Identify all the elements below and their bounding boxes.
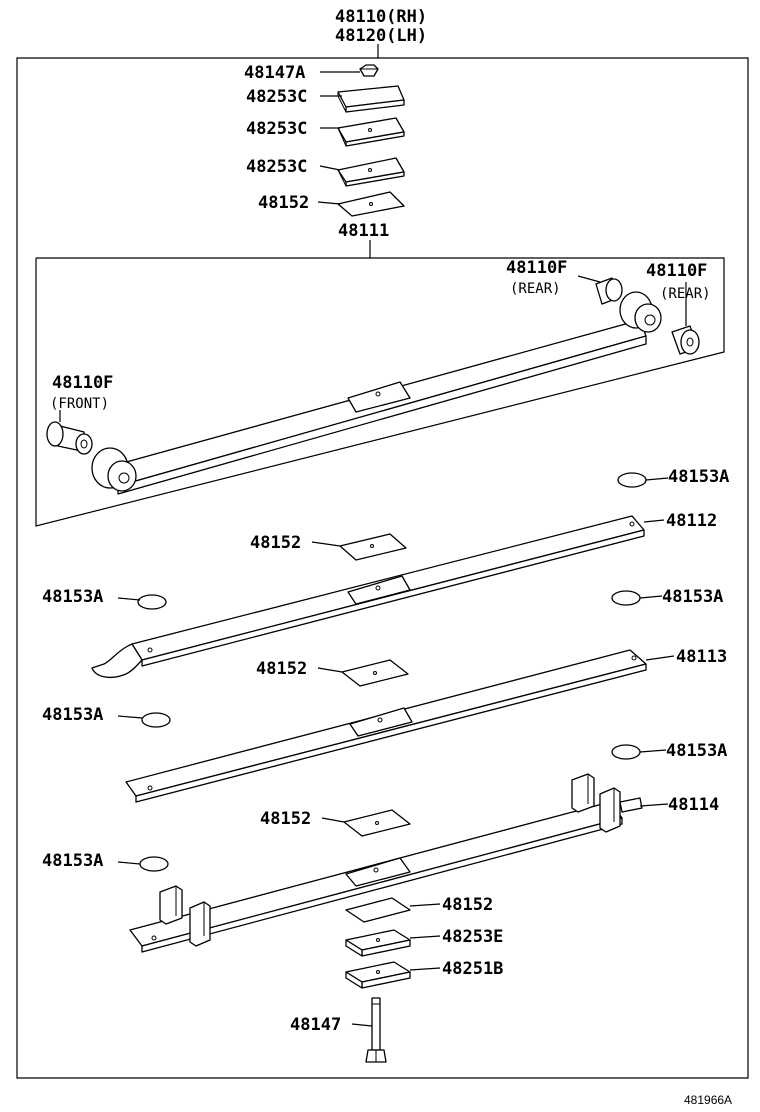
leader-leaf-2 [643, 519, 665, 523]
label-spacer-3: 48253C [246, 157, 307, 177]
note-bush-front: (FRONT) [50, 396, 109, 412]
button-48153A-r2[interactable] [611, 590, 641, 606]
button-48153A-r1[interactable] [617, 472, 647, 488]
bush-48110F-front[interactable] [46, 421, 93, 455]
leader-spacer-bottom-1 [409, 935, 441, 939]
assembly-label-rh: 48110(RH) [335, 7, 427, 27]
label-pad-3: 48152 [256, 659, 307, 679]
label-bush-rear-inner: 48110F [506, 258, 567, 278]
leader-button-r2 [639, 595, 663, 599]
leader-leaf-4 [639, 803, 669, 807]
bush-48110F-rear-outer[interactable] [671, 325, 700, 355]
label-button-r3: 48153A [666, 741, 727, 761]
label-pad-2: 48152 [250, 533, 301, 553]
label-bush-rear-outer: 48110F [646, 261, 707, 281]
main-leaf-48111[interactable] [91, 291, 662, 495]
label-button-l2: 48153A [42, 705, 103, 725]
outer-frame [16, 57, 749, 1079]
note-bush-rear-outer: (REAR) [660, 286, 711, 302]
leader-button-r1 [645, 477, 669, 481]
button-48153A-l3[interactable] [139, 856, 169, 872]
label-button-l1: 48153A [42, 587, 103, 607]
leader-pad-3 [317, 667, 343, 673]
leaf-48113[interactable] [125, 649, 647, 803]
label-leaf-4: 48114 [668, 795, 719, 815]
label-main-leaf: 48111 [338, 221, 389, 241]
leader-button-l1 [117, 597, 141, 601]
label-center-bolt: 48147 [290, 1015, 341, 1035]
leader-spacer-3 [319, 165, 341, 171]
leader-spacer-bottom-2 [409, 967, 441, 971]
spacer-48253C-2[interactable] [337, 117, 405, 147]
pad-48152-bottom[interactable] [345, 897, 411, 923]
button-48153A-l2[interactable] [141, 712, 171, 728]
main-leaf-box [35, 257, 725, 527]
spacer-48251B[interactable] [345, 961, 411, 989]
label-spacer-1: 48253C [246, 87, 307, 107]
leaf-48112[interactable] [91, 515, 645, 679]
leader-center-bolt [351, 1023, 373, 1027]
label-pad-top: 48152 [258, 193, 309, 213]
label-leaf-3: 48113 [676, 647, 727, 667]
label-spacer-bottom-1: 48253E [442, 927, 503, 947]
pad-48152-3[interactable] [341, 659, 409, 687]
leader-pad-4 [321, 817, 345, 823]
leaf-48114[interactable] [129, 773, 643, 953]
label-spacer-2: 48253C [246, 119, 307, 139]
button-48153A-l1[interactable] [137, 594, 167, 610]
spacer-48253C-3[interactable] [337, 157, 405, 187]
note-bush-rear-inner: (REAR) [510, 281, 561, 297]
center-bolt-48147[interactable] [365, 997, 387, 1063]
pad-48152-4[interactable] [343, 809, 411, 837]
label-leaf-2: 48112 [666, 511, 717, 531]
leader-button-l3 [117, 861, 141, 865]
bush-48110F-rear-inner[interactable] [595, 277, 623, 305]
spacer-48253E[interactable] [345, 929, 411, 957]
leader-leaf-3 [645, 655, 675, 661]
label-spacer-bottom-2: 48251B [442, 959, 503, 979]
leader-pad-bottom [409, 903, 441, 907]
leader-button-r3 [639, 749, 667, 753]
label-pad-4: 48152 [260, 809, 311, 829]
label-button-l3: 48153A [42, 851, 103, 871]
diagram-reference: 481966A [684, 1093, 732, 1107]
pad-48152-2[interactable] [339, 533, 407, 561]
label-pad-bottom: 48152 [442, 895, 493, 915]
label-button-r1: 48153A [668, 467, 729, 487]
leader-button-l2 [117, 715, 143, 719]
leader-pad-2 [311, 541, 341, 547]
spacer-48253C-1[interactable] [337, 85, 405, 113]
pad-48152-top[interactable] [337, 191, 405, 217]
label-nut-top: 48147A [244, 63, 305, 83]
nut-48147A[interactable] [359, 64, 379, 77]
label-bush-front: 48110F [52, 373, 113, 393]
leader-bush-rear-inner [577, 275, 601, 283]
button-48153A-r3[interactable] [611, 744, 641, 760]
assembly-label-lh: 48120(LH) [335, 26, 427, 46]
leader-pad-top [317, 201, 341, 205]
label-button-r2: 48153A [662, 587, 723, 607]
